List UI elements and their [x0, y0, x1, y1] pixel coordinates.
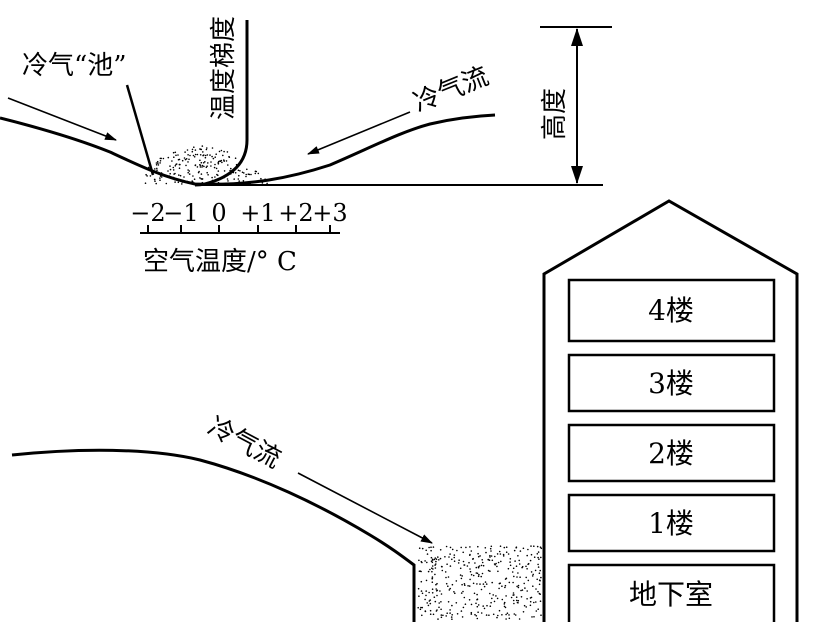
basement-cold-pool-stipple: [417, 545, 543, 620]
top-panel: 冷气“池” 温度梯度 冷气流 高度 −2 −1 0 +1 +2 +3 空气温度/…: [0, 16, 612, 277]
top-cold-flow-label: 冷气流: [409, 61, 493, 118]
building-floors: 4楼 3楼 2楼 1楼 地下室: [567, 278, 776, 622]
tick-label-minus-1: −1: [163, 199, 198, 227]
temperature-gradient-curve: [194, 20, 249, 187]
bottom-cold-flow-arrow: [297, 472, 433, 544]
hill-slope-profile: [11, 448, 416, 622]
cold-pool-stipple: [144, 145, 268, 185]
temperature-axis-ticks: [147, 225, 331, 233]
height-label: 高度: [540, 88, 570, 140]
floor-1-label: 1楼: [648, 507, 694, 540]
right-cold-flow-arrow: [307, 111, 411, 155]
basement-label: 地下室: [629, 578, 713, 611]
cold-pool-label: 冷气“池”: [22, 51, 127, 81]
floor-3: 3楼: [567, 353, 776, 413]
left-cold-flow-arrow: [7, 97, 117, 141]
temperature-axis-tick-labels: −2 −1 0 +1 +2 +3: [130, 199, 347, 227]
tick-label-plus-1: +1: [240, 199, 275, 227]
floor-1: 1楼: [567, 493, 776, 553]
floor-3-label: 3楼: [648, 367, 694, 400]
valley-slope-profile: [0, 113, 496, 186]
temperature-gradient-label: 温度梯度: [209, 16, 239, 120]
floor-4: 4楼: [567, 278, 776, 343]
tick-label-plus-2: +2: [278, 199, 313, 227]
basement: 地下室: [567, 563, 776, 622]
floor-2: 2楼: [567, 423, 776, 483]
tick-label-plus-3: +3: [312, 199, 347, 227]
floor-2-label: 2楼: [648, 437, 694, 470]
floor-4-label: 4楼: [648, 294, 694, 327]
height-arrow-up: [571, 28, 583, 46]
bottom-panel: 冷气流 4楼 3楼 2楼 1楼 地下室: [11, 199, 799, 622]
temperature-axis-label: 空气温度/° C: [143, 247, 297, 277]
tick-label-minus-2: −2: [130, 199, 165, 227]
height-arrow-down: [571, 166, 583, 184]
cold-pool-pointer: [125, 84, 155, 176]
tick-label-0: 0: [211, 199, 226, 227]
